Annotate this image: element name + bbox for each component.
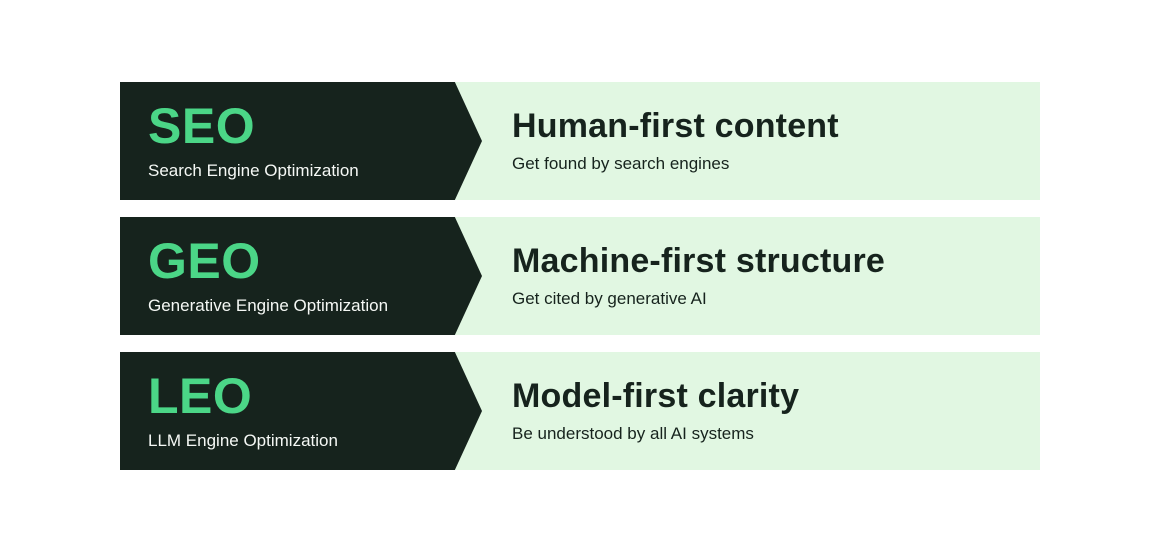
leo-title: Model-first clarity [512, 376, 800, 415]
geo-arrow-label: GEO Generative Engine Optimization [120, 217, 482, 335]
banner-row-geo: Machine-first structure Get cited by gen… [120, 217, 1040, 335]
geo-subtitle: Get cited by generative AI [512, 289, 707, 308]
seo-acronym-full: Search Engine Optimization [148, 160, 359, 180]
seo-description-panel: Human-first content Get found by search … [455, 82, 1040, 200]
leo-description-panel: Model-first clarity Be understood by all… [455, 352, 1040, 470]
geo-acronym: GEO [148, 232, 261, 289]
leo-arrow-label: LEO LLM Engine Optimization [120, 352, 482, 470]
seo-arrow-label: SEO Search Engine Optimization [120, 82, 482, 200]
banner-row-leo: Model-first clarity Be understood by all… [120, 352, 1040, 470]
seo-acronym: SEO [148, 97, 256, 154]
leo-acronym-full: LLM Engine Optimization [148, 430, 338, 450]
seo-title: Human-first content [512, 106, 839, 145]
leo-acronym: LEO [148, 367, 253, 424]
geo-description-panel: Machine-first structure Get cited by gen… [455, 217, 1040, 335]
leo-subtitle: Be understood by all AI systems [512, 424, 754, 443]
seo-subtitle: Get found by search engines [512, 154, 730, 173]
banner-row-seo: Human-first content Get found by search … [120, 82, 1040, 200]
geo-title: Machine-first structure [512, 241, 886, 280]
geo-acronym-full: Generative Engine Optimization [148, 295, 389, 315]
